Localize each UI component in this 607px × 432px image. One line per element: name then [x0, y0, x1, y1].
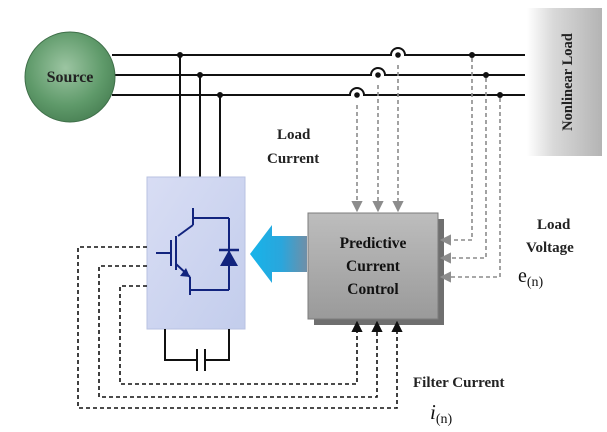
load-current-signals [351, 65, 404, 213]
predictive-current-control-block [307, 212, 439, 320]
inverter-feeders [179, 55, 221, 177]
controller-label-line3: Control [347, 281, 399, 298]
current-sensor-a [395, 52, 401, 58]
voltage-symbol: e(n) [518, 265, 544, 290]
junction-voltage-c [497, 92, 503, 98]
phase-line-c [112, 87, 525, 96]
phase-line-b [112, 67, 525, 76]
load-voltage-label-line1: Load [537, 217, 571, 233]
phase-line-a [112, 47, 525, 56]
load-current-label-line2: Current [267, 151, 319, 167]
load-voltage-label-line2: Voltage [526, 240, 574, 256]
freewheel-diode-icon [220, 250, 238, 266]
igbt-emitter-arrow [180, 268, 190, 277]
load-voltage-signals [439, 58, 501, 283]
controller-label-line2: Current [346, 258, 401, 275]
filter-current-label: Filter Current [413, 375, 505, 391]
load-current-label-line1: Load [277, 127, 311, 143]
filter-current-signals [77, 246, 403, 409]
gating-signal-arrow [250, 225, 307, 283]
current-sensor-c [354, 92, 360, 98]
current-symbol: i(n) [430, 400, 453, 427]
three-phase-lines [112, 47, 525, 96]
source-circle [24, 31, 116, 123]
nonlinear-load-block [527, 8, 602, 156]
controller-label-line1: Predictive [340, 235, 407, 252]
nonlinear-load-label: Nonlinear Load [560, 33, 576, 131]
dc-capacitor-icon [164, 329, 230, 371]
junction-voltage-b [483, 72, 489, 78]
junction-voltage-a [469, 52, 475, 58]
current-sensor-b [375, 72, 381, 78]
current-sensors [354, 52, 401, 98]
source-label: Source [47, 69, 94, 86]
